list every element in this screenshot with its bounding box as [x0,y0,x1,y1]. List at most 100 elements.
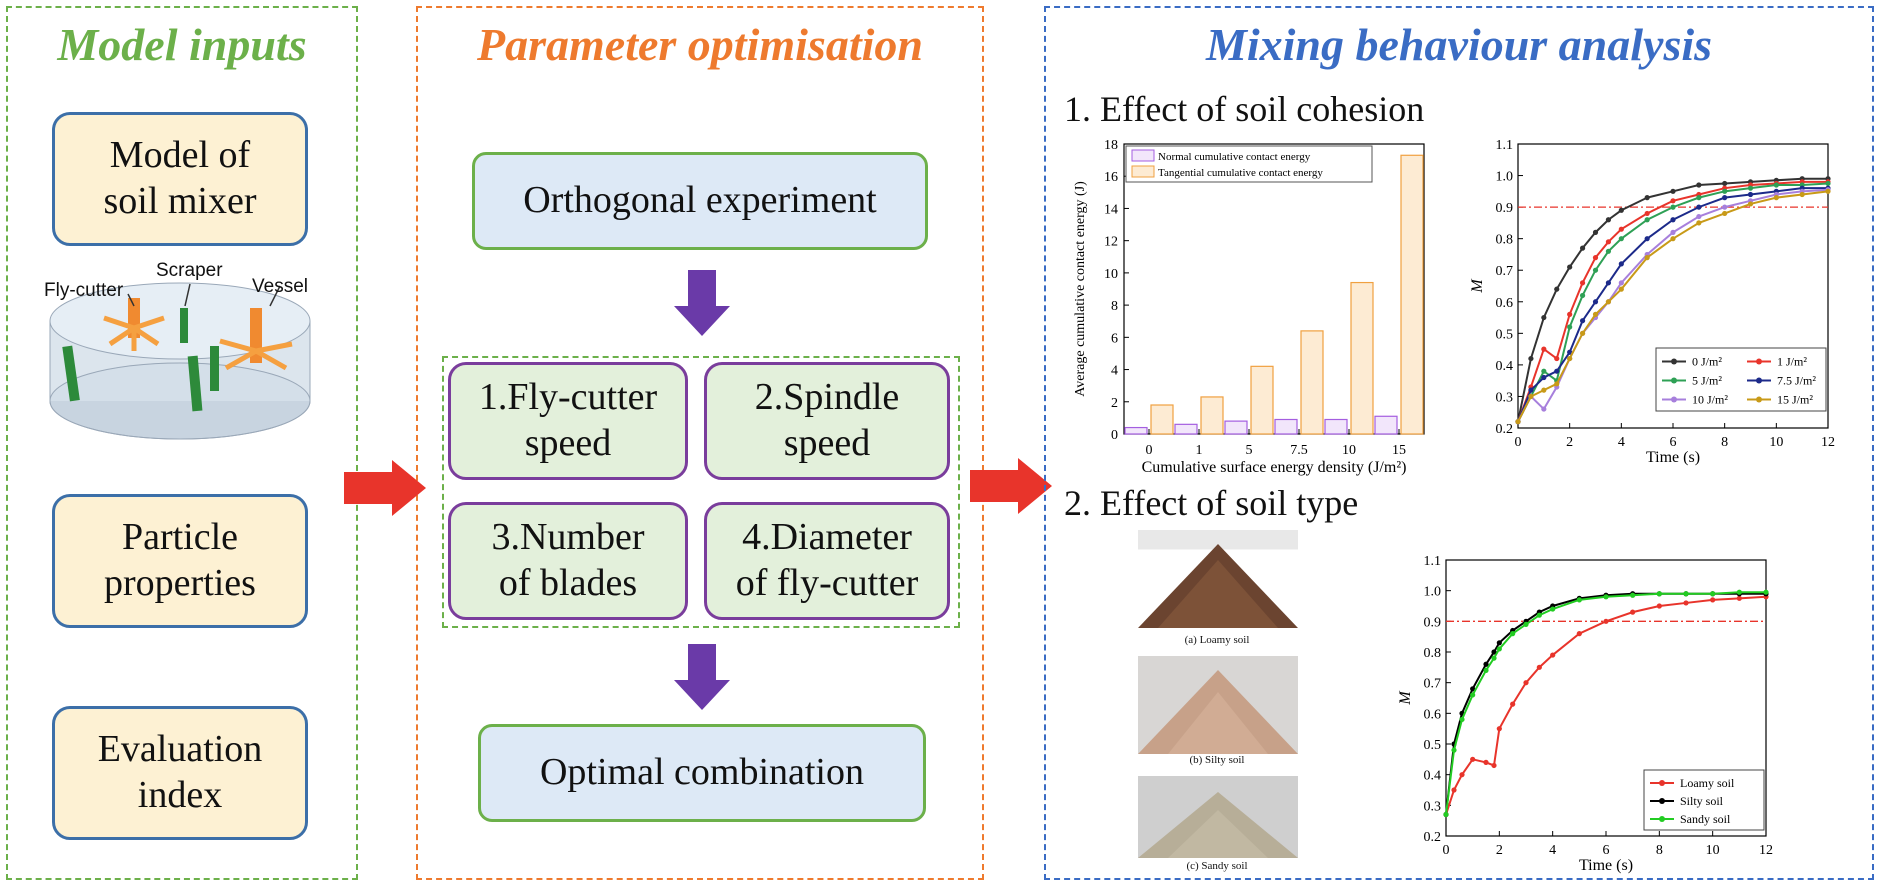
bar-tangential-energy [1150,404,1174,435]
line-legend-marker [1671,377,1677,384]
down-arrow-icon [674,270,730,336]
bar-y-tick-label: 0 [1111,428,1118,443]
right-arrow-icon-1 [344,460,426,516]
bar-legend-box [1125,145,1373,183]
parameter-optimisation-title: Parameter optimisation [477,19,923,70]
parameter-optimisation-panel: Parameter optimisation Orthogonal experi… [416,6,984,880]
line-x-axis-label: Time (s) [1646,449,1700,466]
series-point [1773,182,1779,188]
line-y-tick-label: 0.9 [1496,201,1514,216]
bar-y-tick-label: 16 [1104,170,1118,185]
series-point [1550,652,1556,658]
line-legend-label: 0 J/m² [1692,355,1722,369]
bar-x-axis-label: Cumulative surface energy density (J/m²) [1142,459,1407,476]
line-y-tick-label: 0.5 [1424,738,1442,753]
series-point [1656,603,1662,609]
bar-tangential-energy [1350,281,1374,435]
line-y-tick-label: 0.4 [1496,359,1514,374]
series-point [1541,406,1547,412]
series-point [1443,811,1449,818]
series-point [1491,655,1497,661]
line-x-tick-label: 0 [1515,435,1522,450]
line-legend-label: 7.5 J/m² [1777,374,1816,388]
line-y-tick-label: 0.2 [1424,830,1442,845]
line-x-tick-label: 4 [1549,843,1556,858]
series-point [1644,210,1650,217]
bar-legend-swatch-normal [1131,149,1155,162]
line-y-tick-label: 0.8 [1496,233,1514,248]
series-point [1579,330,1586,336]
series-point [1592,267,1599,273]
series-point [1736,595,1742,601]
bar-normal-energy [1374,415,1398,435]
series-point [1592,229,1599,235]
series-point [1528,355,1534,362]
series-point [1554,381,1560,387]
series-point [1618,280,1624,286]
series-point [1747,191,1754,198]
bar-y-axis-label: Average cumulative contact energy (J) [1073,181,1088,397]
line-legend-label: 15 J/m² [1777,393,1813,407]
series-point [1567,311,1573,317]
vessel-label: Vessel [252,276,308,297]
bar-x-tick-label: 7.5 [1290,443,1308,458]
line-x-tick-label: 8 [1721,435,1728,450]
bar-legend-label-tangential: Tangential cumulative contact energy [1158,167,1323,179]
bar-tangential-energy [1200,396,1224,435]
series-point [1618,261,1624,267]
series-point [1528,393,1534,400]
series-point [1605,239,1612,245]
line-x-axis-label: Time (s) [1579,857,1633,874]
bar-tangential-energy [1400,154,1424,435]
series-point [1644,236,1650,242]
bar-x-tick-label: 5 [1246,443,1253,458]
line-y-tick-label: 0.9 [1424,615,1442,630]
bar-x-tick-label: 1 [1196,443,1203,458]
line-legend-marker [1671,358,1677,365]
series-point [1451,747,1457,753]
series-point [1683,591,1689,597]
bar-normal-energy [1124,426,1148,435]
bar-y-tick-label: 12 [1104,235,1118,250]
bar-y-tick-label: 18 [1104,138,1118,153]
mixing-behaviour-title: Mixing behaviour analysis [1205,19,1713,70]
series-point [1523,621,1529,627]
orthogonal-experiment-box: Orthogonal experiment [472,152,928,250]
line-y-axis-label: M [1469,278,1486,294]
param-spindle-speed: 2.Spindle speed [704,362,950,480]
series-point [1670,204,1676,210]
series-point [1576,597,1582,603]
line-y-tick-label: 0.7 [1424,677,1442,692]
series-point [1496,646,1502,652]
series-point [1747,201,1754,207]
right-arrow-icon-2 [970,458,1052,514]
series-point [1722,188,1728,194]
series-point [1567,355,1573,362]
series-point [1491,649,1497,655]
series-point [1683,600,1689,606]
series-point [1825,188,1831,194]
series-point [1773,195,1779,201]
series-point [1550,606,1556,612]
series-point [1656,591,1662,597]
series-point [1696,182,1702,188]
bar-x-tick-label: 0 [1146,443,1153,458]
series-point [1670,236,1676,242]
series-point [1736,589,1742,595]
bar-x-tick-label: 15 [1392,443,1406,458]
caption-silty-soil: (b) Silty soil [1189,754,1245,766]
photo-sandy-soil [1138,776,1298,858]
line-x-tick-label: 6 [1603,843,1610,858]
optimal-combination-box: Optimal combination [478,724,926,822]
line-y-tick-label: 0.7 [1496,264,1514,279]
series-point [1630,609,1636,615]
model-inputs-panel: Model inputs Model of soil mixer Fly-cut… [6,6,358,880]
series-point [1722,180,1728,187]
series-point [1523,680,1529,686]
series-point [1592,311,1599,317]
bar-y-tick-label: 6 [1111,331,1118,346]
bar-tangential-energy [1250,365,1274,435]
series-point [1541,387,1547,393]
